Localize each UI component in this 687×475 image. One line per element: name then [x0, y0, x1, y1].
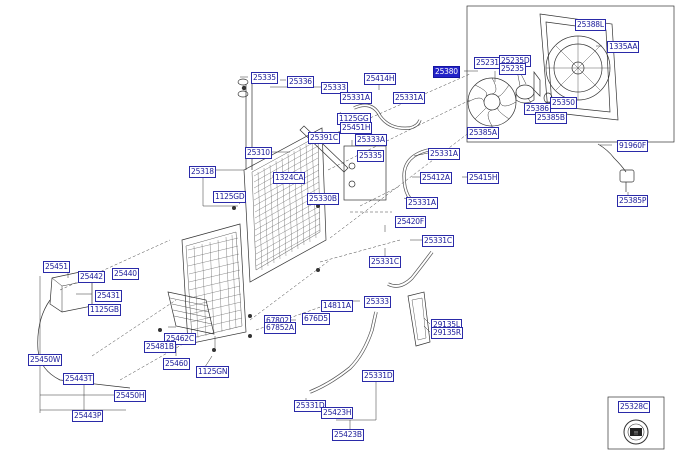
part-label-25330B[interactable]: 25330B — [307, 193, 339, 205]
part-label-25450H[interactable]: 25450H — [114, 390, 147, 402]
fan-wiring — [597, 143, 627, 173]
part-label-25331D-1[interactable]: 25331D — [362, 370, 395, 382]
part-label-25420F[interactable]: 25420F — [395, 216, 426, 228]
part-label-25235[interactable]: 25235 — [499, 63, 526, 75]
part-label-25333[interactable]: 25333 — [321, 82, 348, 94]
part-label-25423H[interactable]: 25423H — [321, 407, 354, 419]
radiator — [243, 127, 327, 283]
part-label-25333A[interactable]: 25333A — [355, 134, 387, 146]
part-label-25231[interactable]: 25231 — [474, 57, 501, 69]
cap-detail-box — [607, 396, 665, 450]
part-label-25415H[interactable]: 25415H — [467, 172, 500, 184]
part-label-25333-b[interactable]: 25333 — [364, 296, 391, 308]
fan-assembly-detail-box — [466, 5, 675, 143]
oil-cooler — [167, 291, 215, 335]
part-label-1125GB[interactable]: 1125GB — [88, 304, 121, 316]
part-label-25443T[interactable]: 25443T — [63, 373, 95, 385]
part-label-25443P[interactable]: 25443P — [72, 410, 104, 422]
part-label-25331A-2[interactable]: 25331A — [393, 92, 425, 104]
part-label-25331C-1[interactable]: 25331C — [422, 235, 454, 247]
part-label-25385A[interactable]: 25385A — [467, 127, 499, 139]
part-label-25414H[interactable]: 25414H — [364, 73, 397, 85]
radiator-mount-bracket — [299, 125, 349, 173]
air-guard — [407, 291, 431, 347]
radiator-cap-icon: !! — [623, 419, 649, 445]
part-label-25450W[interactable]: 25450W — [28, 354, 63, 366]
condenser — [181, 223, 247, 345]
part-label-25331C-2[interactable]: 25331C — [369, 256, 401, 268]
part-label-1324CA[interactable]: 1324CA — [273, 172, 306, 184]
part-label-25451[interactable]: 25451 — [43, 261, 70, 273]
part-label-25336[interactable]: 25336 — [287, 76, 314, 88]
part-label-1125GD[interactable]: 1125GD — [213, 191, 247, 203]
part-label-25442[interactable]: 25442 — [78, 271, 105, 283]
part-label-25481B[interactable]: 25481B — [144, 341, 176, 353]
clamp-bracket-box — [343, 145, 387, 201]
part-label-25385B[interactable]: 25385B — [535, 112, 567, 124]
part-label-25331A-4[interactable]: 25331A — [406, 197, 438, 209]
part-label-25328C[interactable]: 25328C — [618, 401, 650, 413]
part-label-1125GN[interactable]: 1125GN — [196, 366, 230, 378]
part-label-25412A[interactable]: 25412A — [420, 172, 452, 184]
part-label-91960F[interactable]: 91960F — [617, 140, 648, 152]
part-label-25331A-1[interactable]: 25331A — [340, 92, 372, 104]
part-label-25318[interactable]: 25318 — [189, 166, 216, 178]
part-label-14811A[interactable]: 14811A — [321, 300, 353, 312]
part-label-25385P[interactable]: 25385P — [617, 195, 649, 207]
part-label-25331D-2[interactable]: 25331D — [294, 400, 327, 412]
part-label-25431[interactable]: 25431 — [95, 290, 122, 302]
part-label-25335[interactable]: 25335 — [251, 72, 278, 84]
svg-text:!!: !! — [634, 431, 638, 437]
part-label-25423B[interactable]: 25423B — [332, 429, 364, 441]
part-label-1335AA[interactable]: 1335AA — [607, 41, 640, 53]
part-label-25335-b[interactable]: 25335 — [357, 150, 384, 162]
part-label-67852A[interactable]: 67852A — [264, 322, 296, 334]
part-label-25451H[interactable]: 25451H — [340, 122, 373, 134]
part-label-25350[interactable]: 25350 — [550, 97, 577, 109]
part-label-25440[interactable]: 25440 — [112, 268, 139, 280]
part-label-25310[interactable]: 25310 — [245, 147, 272, 159]
part-label-25380[interactable]: 25380 — [433, 66, 460, 78]
part-label-25388L[interactable]: 25388L — [575, 19, 606, 31]
part-label-25460[interactable]: 25460 — [163, 358, 190, 370]
fan-blade — [467, 77, 517, 127]
part-label-676D5[interactable]: 676D5 — [302, 313, 330, 325]
part-label-29135R[interactable]: 29135R — [431, 327, 463, 339]
part-label-25331A-3[interactable]: 25331A — [428, 148, 460, 160]
part-label-25391C[interactable]: 25391C — [308, 132, 340, 144]
